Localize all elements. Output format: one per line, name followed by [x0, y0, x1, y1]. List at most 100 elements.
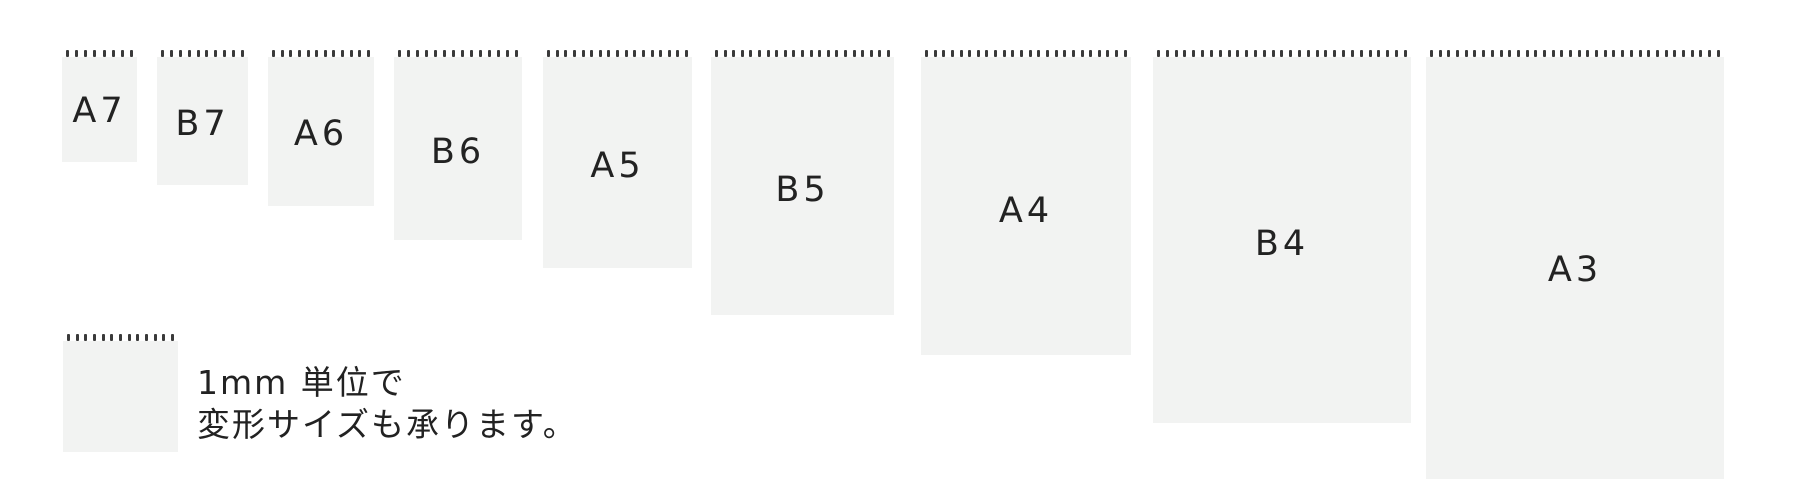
spiral-coil [1534, 50, 1538, 57]
size-label: B4 [1254, 224, 1310, 264]
spiral-coil [1577, 50, 1581, 57]
size-label: A6 [293, 114, 349, 154]
spiral-coil [434, 50, 437, 57]
spiral-coil [723, 50, 727, 57]
size-label: A7 [72, 91, 127, 131]
spiral-coil [685, 50, 688, 57]
spiral-coil [1227, 50, 1231, 57]
spiral-coil [1377, 50, 1381, 57]
spiral-coil [111, 50, 115, 57]
spiral-coil [1612, 50, 1616, 57]
spiral-coil [425, 50, 428, 57]
spiral-coil [101, 334, 105, 341]
spiral-coil [775, 50, 779, 57]
spiral-coil [1236, 50, 1240, 57]
spiral-coil [110, 334, 114, 341]
spiral-coil [1647, 50, 1651, 57]
spiral-coil [161, 50, 164, 57]
spiral-coil [1054, 50, 1058, 57]
spiral-coil [1253, 50, 1257, 57]
spiral-coil [1123, 50, 1127, 57]
spiral-coil [196, 50, 200, 57]
spiral-coil [93, 50, 97, 57]
spiral-coil [1447, 50, 1451, 57]
spiral-coil [1655, 50, 1659, 57]
spiral-coil [1508, 50, 1512, 57]
spiral-binding-icon [921, 50, 1131, 57]
spiral-coil [240, 50, 244, 57]
spiral-coil [616, 50, 619, 57]
spiral-coil [1183, 50, 1187, 57]
spiral-coil [1438, 50, 1442, 57]
spiral-coil [1595, 50, 1599, 57]
spiral-coil [1289, 50, 1293, 57]
spiral-coil [1638, 50, 1642, 57]
spiral-coil [1629, 50, 1633, 57]
spiral-coil [341, 50, 344, 57]
spiral-coil [170, 334, 174, 341]
spiral-coil [1681, 50, 1685, 57]
spiral-coil [506, 50, 509, 57]
spiral-coil [1209, 50, 1213, 57]
spiral-coil [667, 50, 671, 57]
spiral-coil [136, 334, 140, 341]
spiral-coil [861, 50, 865, 57]
spiral-coil [1028, 50, 1032, 57]
pad-b4: B4 [1153, 50, 1411, 423]
spiral-coil [289, 50, 293, 57]
spiral-coil [826, 50, 830, 57]
spiral-coil [659, 50, 663, 57]
spiral-binding-icon [1426, 50, 1724, 57]
spiral-coil [976, 50, 980, 57]
spiral-coil [129, 50, 133, 57]
spiral-coil [1262, 50, 1266, 57]
spiral-coil [1359, 50, 1363, 57]
spiral-coil [1551, 50, 1555, 57]
spiral-coil [994, 50, 998, 57]
spiral-coil [749, 50, 753, 57]
spiral-coil [732, 50, 736, 57]
spiral-coil [650, 50, 654, 57]
spiral-coil [869, 50, 873, 57]
spiral-binding-icon [268, 50, 374, 57]
spiral-coil [1271, 50, 1275, 57]
spiral-coil [1603, 50, 1607, 57]
spiral-coil [783, 50, 787, 57]
spiral-coil [1664, 50, 1668, 57]
spiral-coil [407, 50, 410, 57]
spiral-coil [306, 50, 310, 57]
spiral-coil [1350, 50, 1354, 57]
spiral-coil [581, 50, 585, 57]
spiral-coil [120, 50, 124, 57]
spiral-coil [676, 50, 680, 57]
spiral-coil [1020, 50, 1024, 57]
spiral-coil [809, 50, 813, 57]
spiral-coil [1106, 50, 1110, 57]
spiral-coil [1280, 50, 1284, 57]
spiral-coil [1516, 50, 1520, 57]
spiral-coil [1456, 50, 1460, 57]
pad-a7: A7 [62, 50, 137, 162]
spiral-coil [1298, 50, 1301, 57]
spiral-coil [985, 50, 989, 57]
spiral-coil [590, 50, 594, 57]
spiral-coil [232, 50, 235, 57]
spiral-coil [1430, 50, 1433, 57]
size-label: A4 [998, 191, 1054, 231]
spiral-coil [792, 50, 796, 57]
spiral-coil [1315, 50, 1319, 57]
pad-custom [63, 334, 178, 452]
spiral-coil [470, 50, 473, 57]
spiral-coil [1324, 50, 1328, 57]
spiral-coil [479, 50, 482, 57]
spiral-coil [1192, 50, 1196, 57]
spiral-coil [800, 50, 804, 57]
spiral-coil [452, 50, 455, 57]
spiral-coil [624, 50, 628, 57]
spiral-coil [1386, 50, 1390, 57]
spiral-coil [641, 50, 645, 57]
spiral-coil [127, 334, 131, 341]
spiral-coil [1708, 50, 1711, 57]
spiral-coil [144, 334, 148, 341]
spiral-coil [835, 50, 839, 57]
